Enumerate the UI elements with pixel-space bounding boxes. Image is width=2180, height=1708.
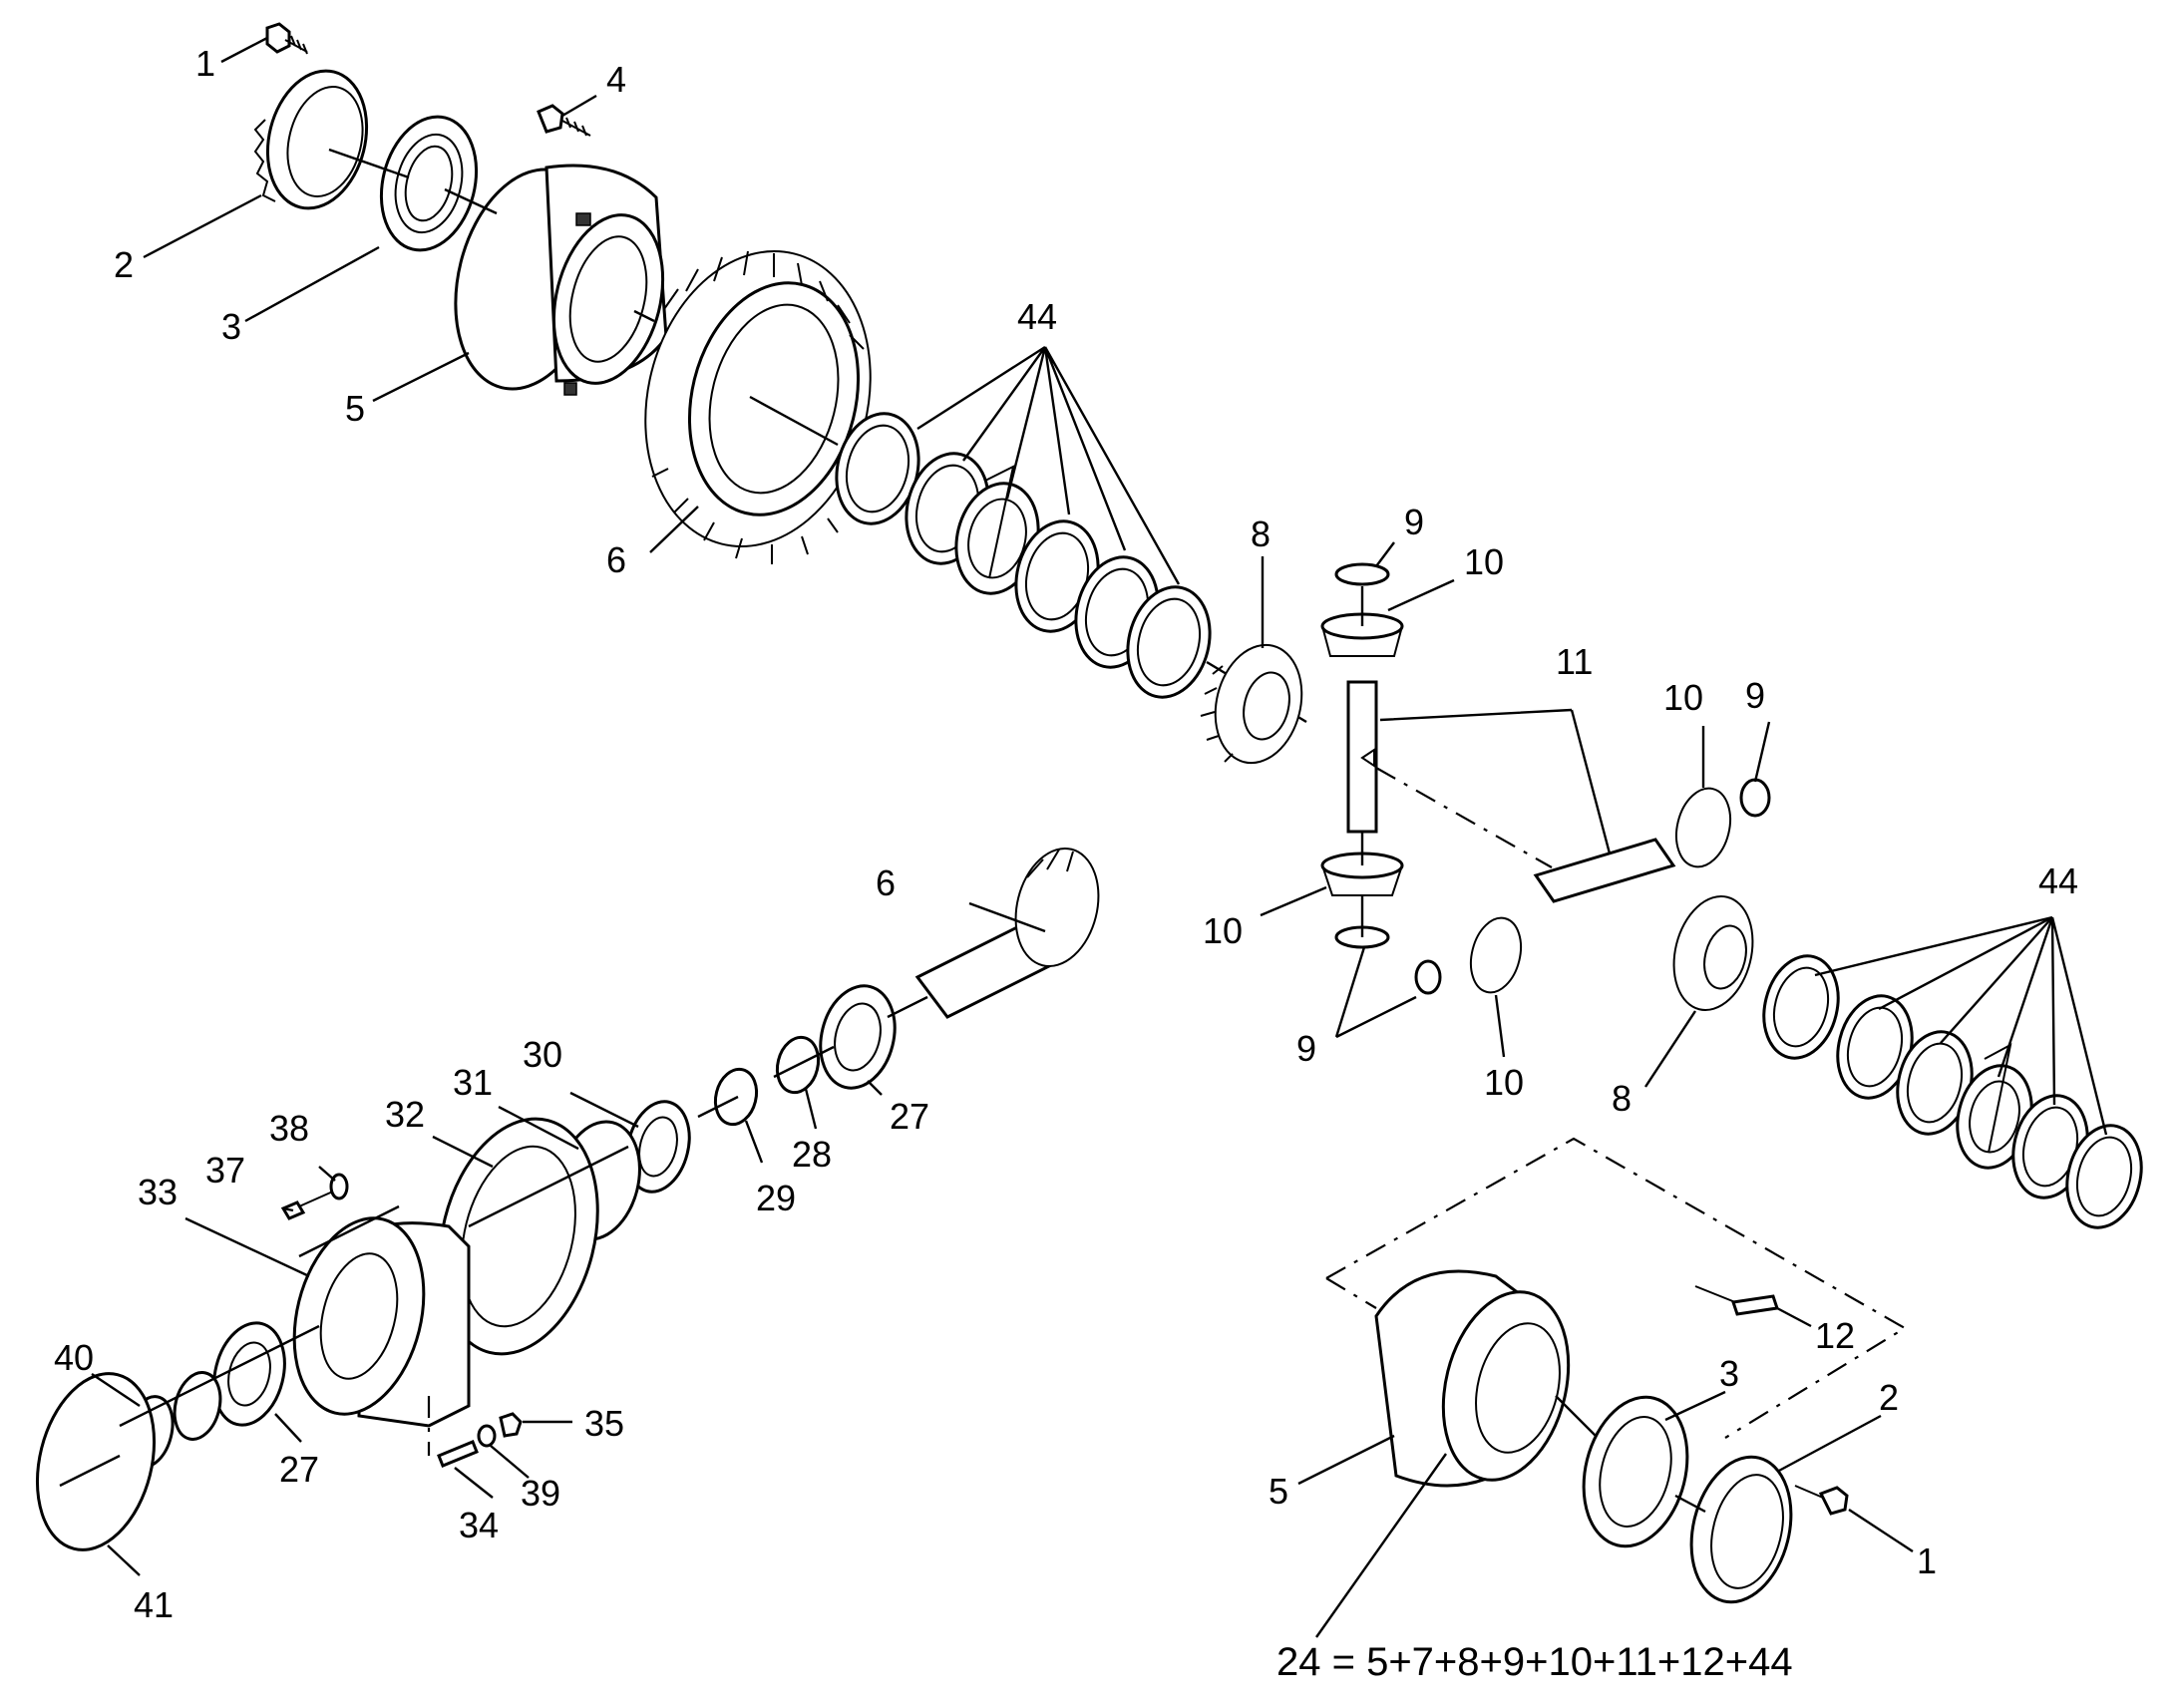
label-part-10-left: 10: [1203, 910, 1243, 951]
part-39-washer: [477, 1424, 497, 1448]
part-2-adjusting-nut-top: [253, 69, 369, 210]
label-part-2-bottom: 2: [1879, 1377, 1899, 1418]
part-1-bolt-top: [265, 22, 308, 55]
part-12-pin: [1694, 1285, 1779, 1316]
part-4-bolt: [537, 104, 591, 137]
label-part-11: 11: [1556, 641, 1593, 682]
label-part-2-top: 2: [114, 244, 134, 285]
part-34-stud: [437, 1440, 479, 1468]
label-part-10-right: 10: [1663, 677, 1703, 718]
part-33-pinion-housing: [292, 1216, 471, 1428]
label-part-3-bottom: 3: [1719, 1353, 1739, 1394]
part-5-differential-case-top: [454, 164, 668, 396]
part-41-snap-ring: [35, 1372, 157, 1551]
label-part-9-top: 9: [1404, 502, 1424, 542]
label-part-8-upper: 8: [1251, 513, 1271, 554]
label-part-8-lower: 8: [1612, 1078, 1632, 1119]
label-part-6-pinion: 6: [876, 862, 896, 903]
axis-lower-right: [1555, 1395, 1706, 1514]
part-3-bearing-top: [379, 115, 479, 252]
part-32-gasket: [438, 1117, 599, 1356]
leader-lines: [91, 36, 2108, 1638]
part-5-differential-case-bottom: [1374, 1269, 1571, 1488]
label-part-40: 40: [54, 1337, 94, 1378]
label-part-9-left: 9: [1296, 1028, 1316, 1069]
label-part-41: 41: [134, 1584, 174, 1625]
label-part-10-top: 10: [1464, 541, 1504, 582]
part-11-cross-shaft: [1346, 680, 1378, 834]
assembly-formula: 24 = 5+7+8+9+10+11+12+44: [1276, 1640, 1793, 1684]
part-1-bolt-bottom: [1794, 1485, 1849, 1516]
part-6-ring-gear: [644, 250, 872, 564]
part-9-washer-left: [1414, 959, 1442, 995]
part-10-pinion-right: [1674, 787, 1732, 868]
axis-lower-left: [59, 995, 928, 1488]
label-part-38: 38: [269, 1108, 309, 1149]
label-part-4: 4: [606, 59, 626, 100]
label-part-44-lower: 44: [2038, 860, 2078, 901]
label-part-10-bottom: 10: [1484, 1062, 1524, 1103]
label-part-27-lower: 27: [279, 1449, 319, 1490]
part-9-thrust-washer-top: [1334, 562, 1390, 586]
part-11-short-shaft: [1533, 838, 1676, 903]
part-6-pinion-gear: [914, 847, 1100, 1019]
label-part-1-bottom: 1: [1917, 1540, 1937, 1581]
label-part-12: 12: [1815, 1315, 1855, 1356]
part-3-bearing-bottom: [1582, 1395, 1689, 1548]
label-part-27-upper: 27: [890, 1096, 929, 1137]
label-part-30: 30: [523, 1034, 562, 1075]
label-part-29: 29: [756, 1178, 796, 1218]
label-part-5-top: 5: [345, 388, 365, 429]
label-part-9-right: 9: [1745, 675, 1765, 716]
part-8-side-gear-lower: [1672, 894, 1754, 1012]
part-44-shim-set-upper: [835, 412, 1212, 699]
label-part-44-upper: 44: [1017, 296, 1057, 337]
label-part-3-top: 3: [221, 306, 241, 347]
part-2-adjusting-nut-bottom: [1689, 1455, 1793, 1604]
label-part-37: 37: [205, 1150, 245, 1191]
label-part-35: 35: [584, 1403, 624, 1444]
label-part-34: 34: [459, 1505, 499, 1545]
part-9-washer-right: [1739, 778, 1771, 818]
part-35-nut: [499, 1412, 523, 1438]
label-part-31: 31: [453, 1062, 493, 1103]
part-10-pinion-left: [1469, 916, 1523, 994]
label-part-28: 28: [792, 1134, 832, 1175]
axis-dash-center: [1375, 767, 1553, 868]
part-27-bearing-upper: [819, 984, 897, 1090]
label-part-5-bottom: 5: [1269, 1471, 1288, 1512]
label-part-6-ring-gear: 6: [606, 539, 626, 580]
label-part-33: 33: [138, 1172, 178, 1212]
label-part-32: 32: [385, 1094, 425, 1135]
dash-frame-lower: [1325, 1137, 1908, 1439]
part-spacer-ring: [173, 1371, 222, 1441]
part-44-shim-set-lower: [1762, 954, 2143, 1229]
label-part-39: 39: [521, 1473, 560, 1514]
part-27-bearing-lower: [212, 1321, 286, 1427]
part-37-bolt: [280, 1190, 336, 1220]
part-8-side-gear-upper: [1200, 643, 1303, 765]
label-part-1-top: 1: [195, 43, 215, 84]
